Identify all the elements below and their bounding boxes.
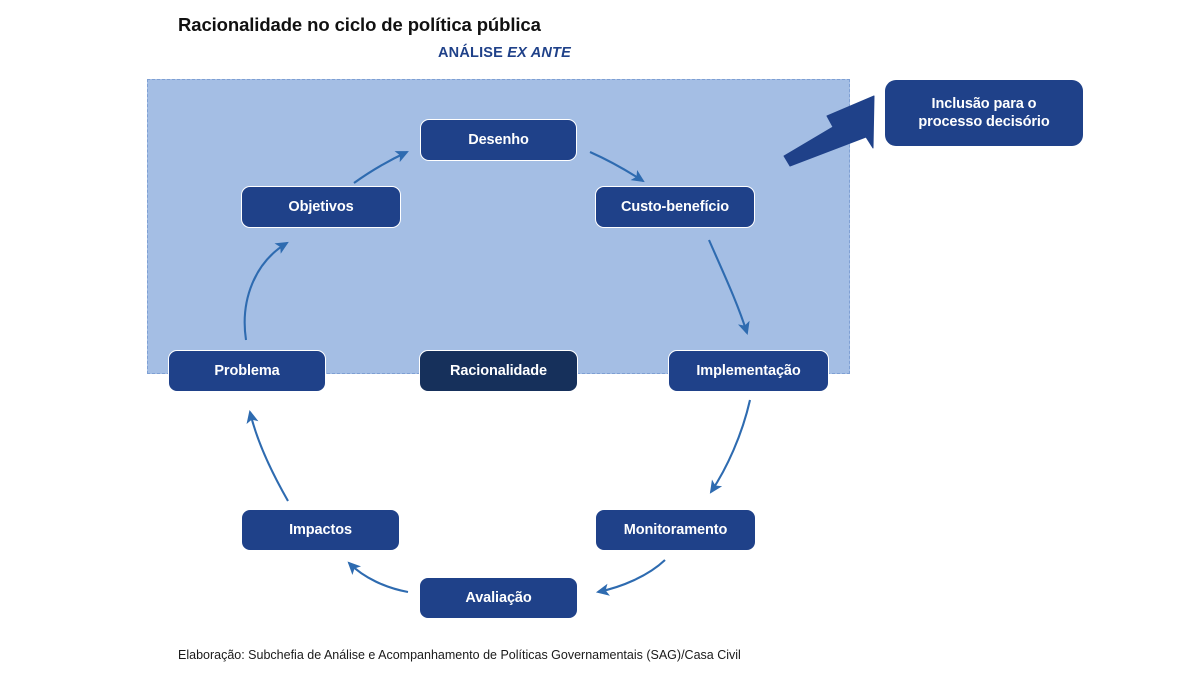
node-problema[interactable]: Problema (168, 350, 326, 392)
edge-impactos-to-problema (246, 409, 289, 502)
node-impactos[interactable]: Impactos (241, 509, 400, 551)
edge-implementacao-to-monitoramento (709, 399, 752, 494)
node-inclusao-line2: processo decisório (918, 114, 1050, 130)
edge-monitoramento-to-avaliacao (595, 559, 666, 596)
node-desenho[interactable]: Desenho (420, 119, 577, 161)
node-monitoramento[interactable]: Monitoramento (595, 509, 756, 551)
node-inclusao-processo-decisorio[interactable]: Inclusão para o processo decisório (885, 80, 1083, 146)
diagram-subtitle: ANÁLISE EX ANTE (438, 45, 571, 61)
node-avaliacao[interactable]: Avaliação (419, 577, 578, 619)
subtitle-emphasis: EX ANTE (507, 45, 571, 61)
node-custo-beneficio[interactable]: Custo-benefício (595, 186, 755, 228)
page-title: Racionalidade no ciclo de política públi… (178, 14, 541, 35)
edge-avaliacao-to-impactos (347, 561, 409, 594)
subtitle-prefix: ANÁLISE (438, 45, 508, 61)
source-caption: Elaboração: Subchefia de Análise e Acomp… (178, 648, 741, 662)
node-implementacao[interactable]: Implementação (668, 350, 829, 392)
node-racionalidade[interactable]: Racionalidade (419, 350, 578, 392)
node-inclusao-line1: Inclusão para o (931, 95, 1037, 112)
node-objetivos[interactable]: Objetivos (241, 186, 401, 228)
